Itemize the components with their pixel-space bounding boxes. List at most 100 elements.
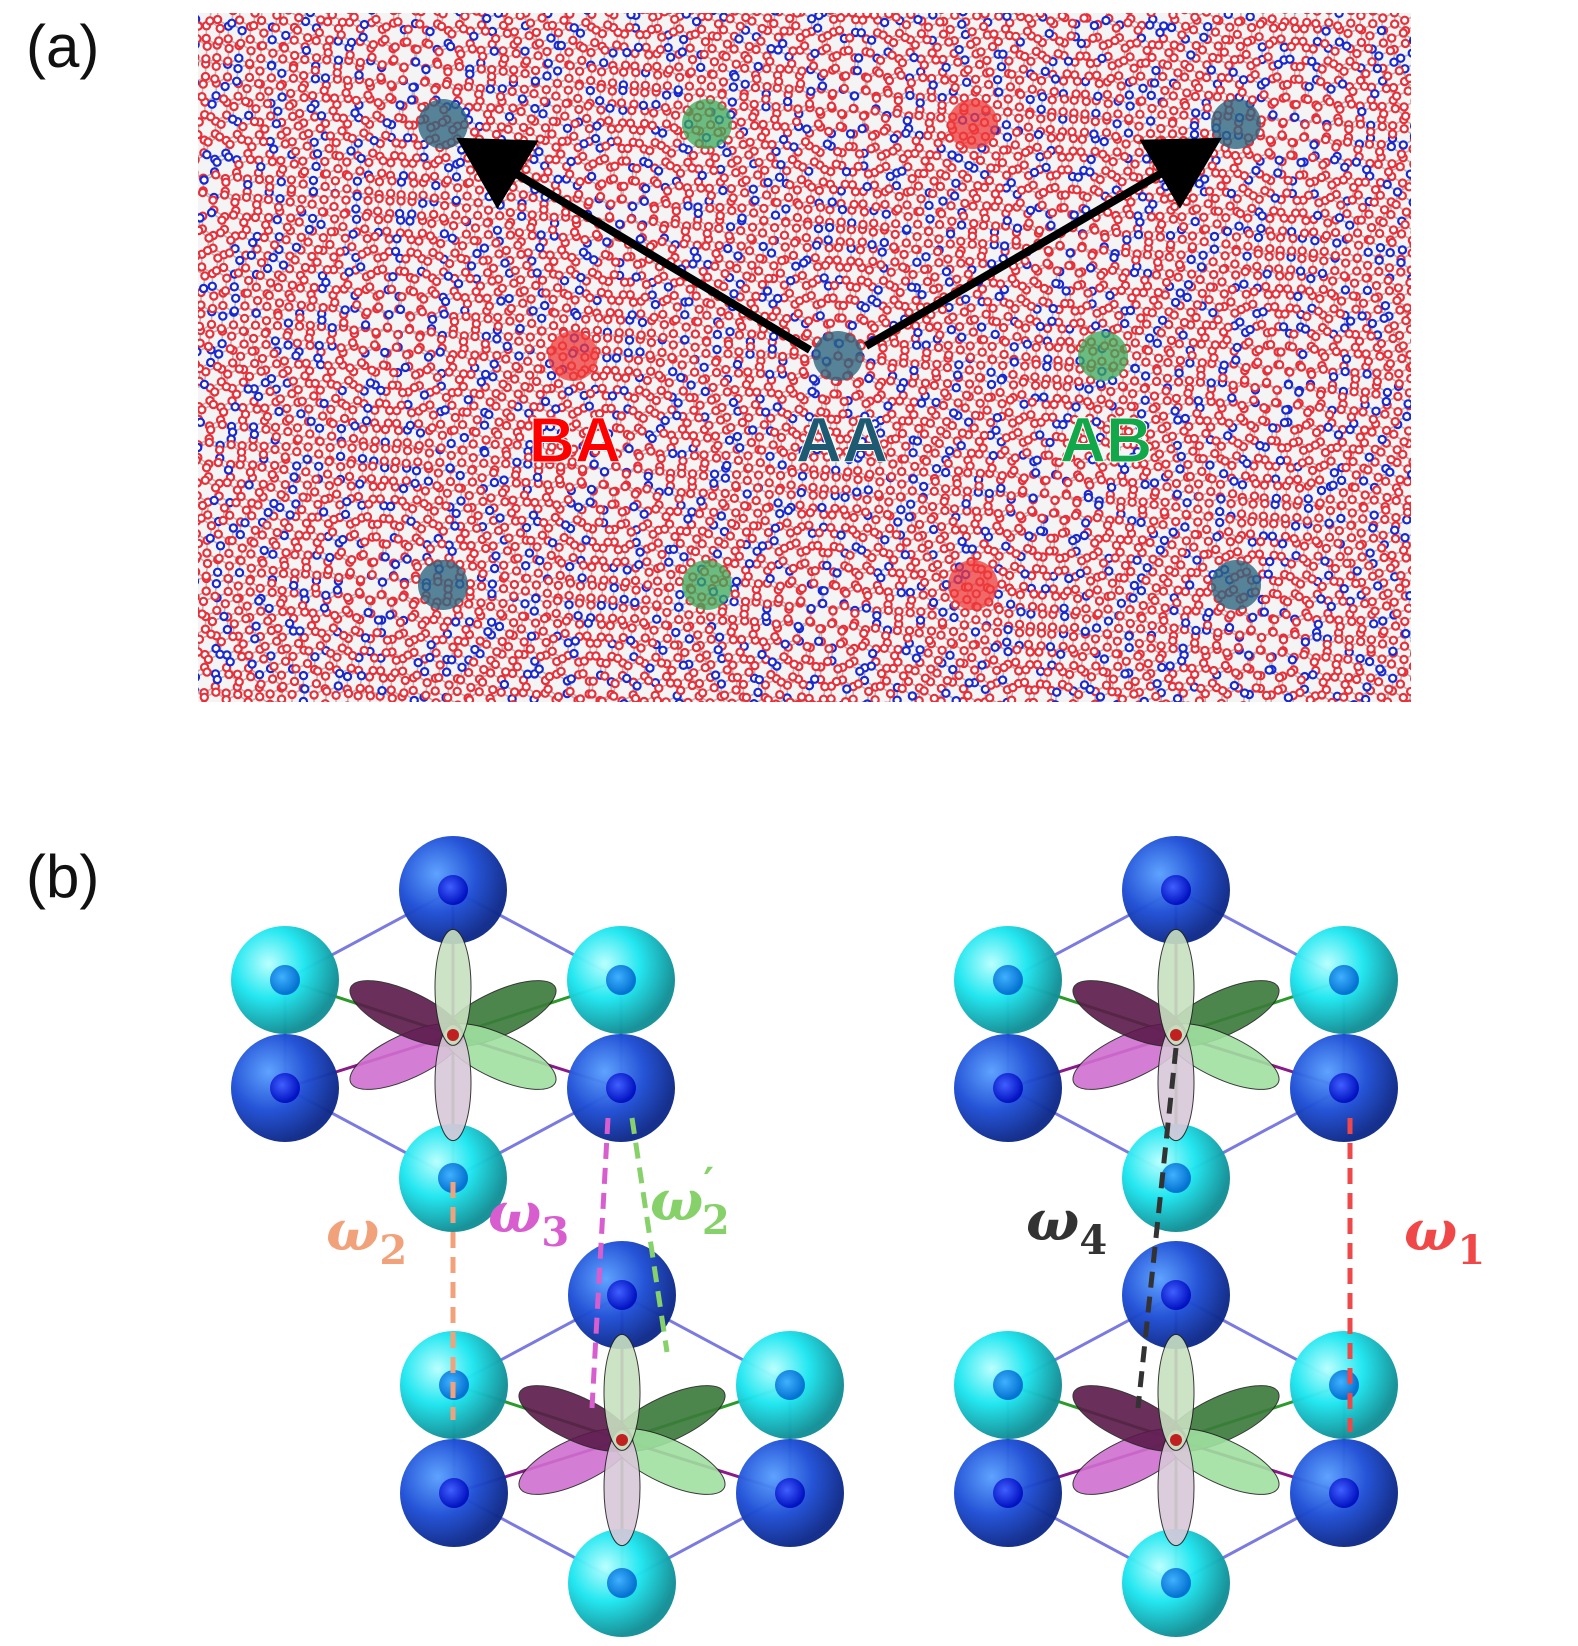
atom-red	[1180, 701, 1186, 702]
atom-red	[1429, 326, 1436, 333]
atom-red	[184, 328, 191, 335]
atom-red	[1157, 109, 1167, 120]
atom-red	[678, 386, 689, 396]
atom-red	[1367, 597, 1377, 607]
atom-blue	[1128, 3, 1135, 10]
atom-red	[1351, 304, 1361, 314]
atom-blue	[198, 15, 201, 24]
atom-red	[299, 632, 309, 643]
atom-red	[238, 639, 248, 649]
atom-red	[607, 86, 618, 96]
atom-red	[314, 449, 324, 459]
atom-red	[455, 534, 465, 544]
atom-red	[237, 543, 247, 553]
atom-red	[359, 645, 369, 656]
atom-red	[417, 228, 428, 238]
atom-red	[1420, 218, 1427, 225]
atom-red	[552, 104, 562, 114]
atom-red	[256, 679, 266, 689]
atom-red	[205, 425, 216, 435]
atom-red	[265, 386, 275, 397]
atom-red	[904, 703, 911, 710]
atom-blue	[225, 657, 235, 667]
atom-red	[293, 385, 303, 395]
atom-blue	[243, 384, 253, 394]
atom-red	[775, 470, 786, 481]
atom-blue	[321, 590, 331, 601]
atom-red	[1387, 159, 1397, 169]
atom-red	[552, 734, 559, 741]
atom-red	[1377, 732, 1384, 739]
atom-red	[180, 474, 187, 481]
atom-blue	[1169, 605, 1179, 616]
atom-red	[1020, 361, 1030, 371]
atom-blue	[1040, 1, 1047, 8]
atom-red	[1366, 635, 1377, 645]
atom-red	[608, 575, 619, 585]
atom-red	[530, 618, 541, 628]
atom-red	[763, 527, 774, 538]
atom-red	[705, 698, 715, 702]
atom-red	[554, 542, 564, 553]
atom-blue	[749, 699, 759, 702]
atom-red	[1147, 605, 1157, 615]
atom-red	[584, 123, 595, 134]
atom-red	[827, 721, 834, 728]
atom-red	[445, 476, 456, 487]
atom-red	[281, 548, 291, 558]
atom-red	[797, 509, 807, 519]
atom-red	[500, 497, 510, 507]
atom-blue	[1355, 653, 1365, 664]
atom-red	[738, 679, 749, 690]
atom-red	[177, 608, 184, 615]
atom-red	[1428, 364, 1435, 371]
atom-red	[221, 110, 232, 120]
atom-red	[1190, 91, 1201, 102]
atom-red	[249, 538, 259, 548]
atom-red	[1150, 3, 1157, 10]
atom-red	[1432, 161, 1439, 168]
atom-red	[754, 432, 765, 442]
atom-red	[183, 341, 190, 348]
atom-red	[1434, 612, 1441, 619]
atom-red	[324, 456, 334, 467]
atom-red	[303, 550, 313, 560]
atom-red	[542, 46, 552, 57]
atom-red	[991, 151, 1001, 161]
atom-blue	[1418, 345, 1425, 352]
atom-red	[900, 276, 911, 286]
atom-red	[239, 313, 250, 324]
atom-red	[528, 192, 538, 203]
atom-red	[970, 665, 980, 675]
atom-red	[264, 174, 275, 185]
atom-blue	[1441, 295, 1448, 302]
atom-red	[276, 694, 287, 702]
atom-blue	[520, 599, 530, 609]
atom-red	[326, 648, 336, 659]
atom-blue	[928, 13, 938, 20]
atom-red	[190, 683, 197, 690]
atom-blue	[1413, 574, 1420, 581]
atom-red	[320, 699, 330, 702]
atom-red	[1437, 485, 1444, 492]
atom-red	[1435, 561, 1442, 568]
atom-red	[930, 448, 940, 458]
atom-blue	[184, 232, 191, 239]
atom-red	[1151, 376, 1162, 387]
atom-red	[177, 225, 184, 232]
atom-red	[248, 442, 258, 452]
atom-blue	[915, 645, 925, 655]
atom-red	[404, 637, 414, 648]
atom-red	[948, 74, 959, 84]
atom-red	[1343, 672, 1354, 683]
atom-blue	[275, 193, 285, 204]
atom-red	[212, 14, 223, 25]
atom-blue	[244, 480, 254, 490]
atom-red	[329, 252, 339, 262]
atom-red	[342, 157, 352, 167]
atom-red	[313, 666, 323, 676]
atom-red	[1311, 705, 1318, 712]
atom-red	[493, 312, 503, 323]
atom-red	[186, 320, 193, 327]
atom-red	[1015, 590, 1026, 600]
